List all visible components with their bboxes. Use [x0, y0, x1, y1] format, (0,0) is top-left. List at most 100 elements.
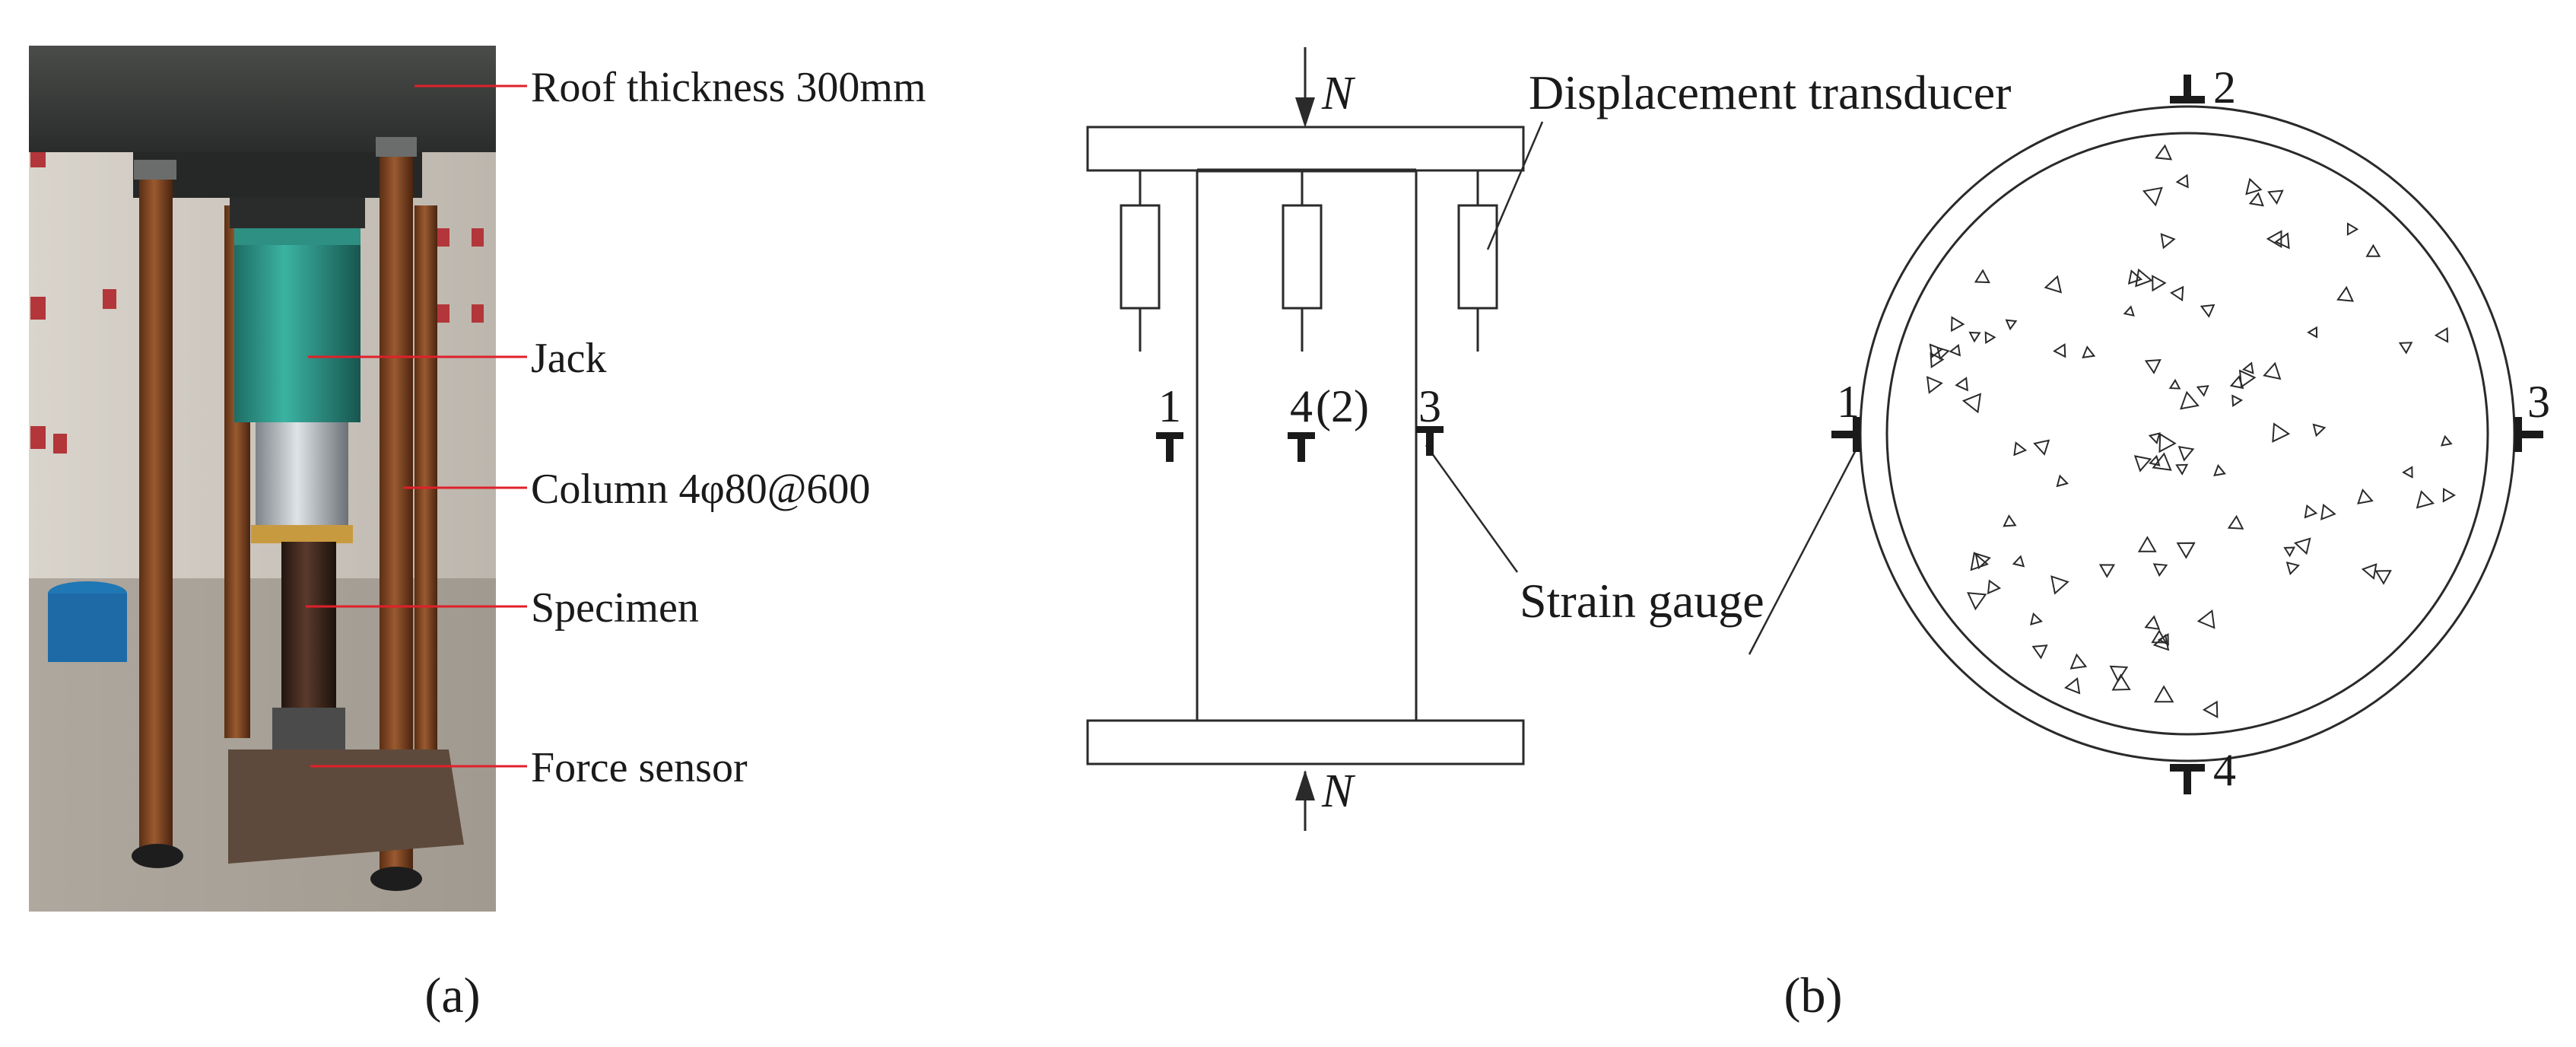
aggregate-triangle: [2144, 615, 2161, 630]
aggregate-triangle: [2307, 326, 2318, 339]
panel-label-b: (b): [1784, 968, 1843, 1023]
bearing-plate: [251, 525, 353, 543]
rod-back-right: [415, 205, 437, 753]
callout-force-sensor: Force sensor: [531, 744, 748, 791]
section-strain-gauge-leader: [1748, 442, 1861, 655]
aggregate-triangle: [2374, 570, 2392, 585]
aggregate-triangle: [2098, 564, 2116, 578]
section-gauge-1-bar: [1853, 417, 1860, 452]
section-gauge-1-label: 1: [1837, 377, 1860, 427]
aggregate-triangle: [2196, 609, 2215, 629]
aggregate-triangle: [2154, 685, 2174, 703]
section-gauge-1-stem: [1831, 431, 1853, 438]
aggregate-triangle: [1930, 352, 1945, 369]
cross-section: [1748, 105, 2516, 762]
specimen-base: [272, 708, 345, 753]
aggregate-triangle: [2012, 555, 2025, 568]
rod-foot: [132, 844, 183, 868]
aggregate-triangle: [2069, 653, 2088, 670]
aggregate-triangle: [2123, 305, 2135, 317]
aggregate-triangle: [2442, 487, 2457, 503]
callout-jack: Jack: [531, 335, 607, 382]
elevation-gauge-4-label: 4: [1290, 381, 1313, 431]
callout-lines: [306, 84, 527, 768]
displacement-transducer-right: [1457, 170, 1498, 352]
gauge-4-stem: [1298, 439, 1305, 462]
aggregate-triangle: [2152, 452, 2172, 471]
strain-gauge-leader: [1425, 444, 1519, 573]
aggregate-triangle: [2202, 700, 2219, 719]
section-gauge-3-label: 3: [2527, 377, 2550, 427]
aggregate-triangle: [2050, 575, 2069, 595]
elevation-gauge-1-label: 1: [1158, 381, 1181, 431]
gauge-1-bar: [1156, 432, 1183, 439]
aggregate-triangle: [2005, 319, 2018, 331]
aggregate-triangle: [2155, 144, 2173, 161]
aggregate-triangle: [2227, 514, 2244, 530]
section-strain-gauges: [1831, 75, 2543, 794]
aggregate-triangle: [2160, 233, 2176, 250]
aggregate-triangle: [1968, 331, 1981, 343]
aggregate-triangle: [2285, 562, 2301, 576]
wall-marks: [30, 145, 484, 453]
aggregate-triangle: [1974, 552, 1991, 570]
aggregate-triangle: [2266, 230, 2282, 249]
aggregate-triangle: [2357, 488, 2374, 504]
aggregate-triangle: [2365, 243, 2381, 257]
elevation-gauge-2-label: (2): [1316, 381, 1369, 431]
callout-column: Column 4φ80@600: [531, 466, 870, 513]
aggregate-triangle: [2248, 192, 2264, 207]
load-label-bottom: N: [1321, 765, 1356, 817]
aggregate-triangle: [2434, 326, 2449, 343]
aggregate-triangle: [2152, 563, 2168, 578]
callout-roof: Roof thickness 300mm: [531, 64, 926, 111]
aggregate-triangle: [1926, 376, 1943, 394]
elevation-drawing: [1086, 47, 1544, 831]
aggregate-triangle: [2030, 612, 2043, 625]
aggregate-triangle: [2346, 222, 2359, 236]
concrete-aggregate: [1926, 144, 2457, 719]
top-loading-plate: [1086, 126, 1525, 172]
aggregate-triangle: [2263, 361, 2282, 380]
strain-gauge-label: Strain gauge: [1520, 574, 1764, 628]
rod-nut: [376, 137, 417, 157]
test-rig-photo: [29, 46, 496, 912]
aggregate-triangle: [2402, 466, 2413, 479]
section-gauge-4-label: 4: [2213, 745, 2236, 795]
jack-collar: [234, 228, 361, 245]
base-plate: [228, 749, 464, 864]
aggregate-triangle: [2013, 441, 2028, 457]
aggregate-triangle: [2082, 345, 2096, 359]
aggregate-triangle: [2267, 189, 2284, 205]
rod-foot: [370, 867, 422, 891]
aggregate-triangle: [2213, 463, 2226, 476]
aggregate-triangle: [2152, 275, 2167, 292]
displacement-transducer-middle: [1282, 170, 1323, 352]
aggregate-triangle: [2196, 385, 2209, 397]
aggregate-triangle: [2398, 342, 2413, 355]
aggregate-triangle: [2176, 542, 2196, 559]
aggregate-triangle: [2231, 394, 2244, 407]
gauge-3-bar: [1416, 426, 1444, 433]
aggregate-triangle: [2272, 422, 2291, 443]
bottom-loading-plate: [1086, 719, 1525, 765]
aggregate-triangle: [2109, 665, 2129, 683]
aggregate-triangle: [2137, 536, 2157, 552]
aggregate-triangle: [2177, 446, 2195, 462]
section-gauge-3-stem: [2522, 431, 2543, 438]
jack-body: [234, 228, 361, 422]
load-label-top: N: [1321, 68, 1356, 119]
aggregate-triangle: [2245, 177, 2263, 196]
aggregate-triangle: [2274, 232, 2290, 250]
aggregate-triangle: [2031, 644, 2048, 660]
aggregate-triangle: [1967, 592, 1987, 611]
aggregate-triangle: [2361, 563, 2377, 580]
aggregate-triangle: [2053, 343, 2066, 358]
aggregate-triangle: [2044, 275, 2063, 294]
gauge-3-stem: [1426, 433, 1434, 456]
aggregate-triangle: [2064, 676, 2081, 695]
panel-label-a: (a): [424, 968, 480, 1023]
aggregate-triangle: [2320, 503, 2336, 520]
